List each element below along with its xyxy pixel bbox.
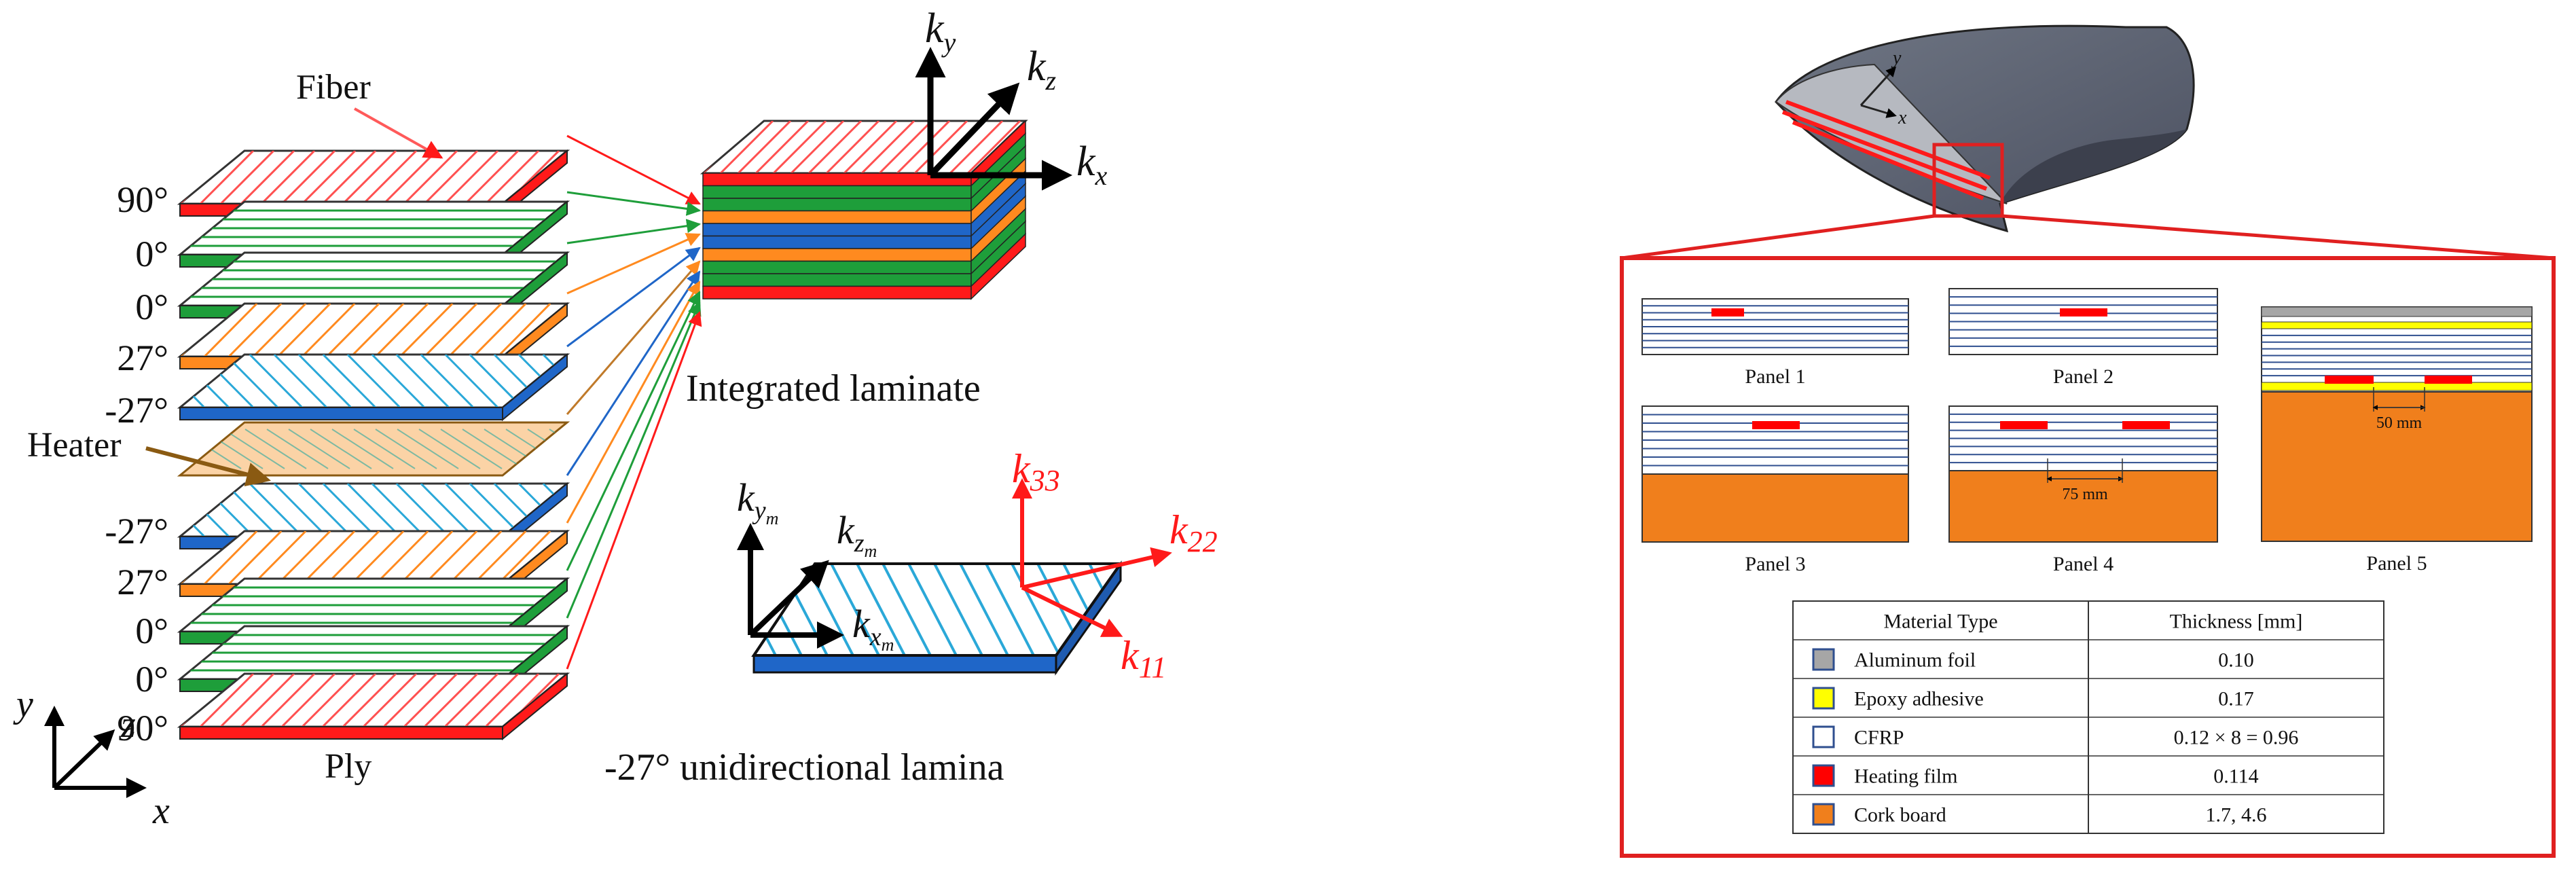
panel-1: Panel 1: [1641, 298, 1909, 388]
ply-layer: [177, 421, 570, 477]
panel-label: Panel 3: [1745, 553, 1805, 575]
global-z-label: z: [120, 704, 136, 746]
dimension-75mm: 75 mm: [2046, 458, 2124, 503]
ply-angle-label: 90°: [117, 179, 168, 220]
material-name: Heating film: [1854, 765, 1957, 788]
ply-arrows: [566, 134, 702, 670]
ply-to-laminate-arrow: [566, 247, 701, 348]
axis-kz-label: kz: [1027, 43, 1057, 96]
panel-5: Panel 5: [2261, 306, 2533, 575]
table-row: Cork board 1.7, 4.6: [1812, 803, 2267, 827]
table-row: Aluminum foil 0.10: [1812, 648, 2254, 672]
ply-label: Ply: [325, 747, 371, 786]
ply-angle-label: -27°: [105, 390, 168, 431]
material-swatch: [1812, 725, 1835, 748]
ply-to-laminate-arrow: [566, 270, 701, 476]
material-thickness: 0.17: [2218, 688, 2254, 710]
material-name: Aluminum foil: [1854, 649, 1976, 672]
material-thickness: 0.10: [2218, 649, 2254, 672]
svg-text:75 mm: 75 mm: [2062, 486, 2108, 503]
material-table: Material Type Thickness [mm] Aluminum foil…: [1792, 600, 2384, 834]
ply-angle-label: 27°: [117, 562, 168, 602]
ply-angle-label: 90°: [117, 708, 168, 748]
ply-to-laminate-arrow: [566, 134, 701, 205]
unidirectional-lamina: [751, 560, 1123, 676]
ply-angle-label: 0°: [135, 659, 168, 700]
panel-configuration-figure: y x Panel 1 Panel 2 Panel 3 Panel 4 Panel 5 7…: [1620, 24, 2556, 858]
material-name: CFRP: [1854, 727, 1904, 749]
wing-illustration: y x: [1775, 24, 2195, 233]
ply-to-laminate-arrow: [566, 311, 702, 670]
wing-x-axis-label: x: [1898, 107, 1907, 128]
axis-kx-label: kx: [1076, 139, 1108, 191]
table-row: Heating film 0.114: [1812, 764, 2259, 788]
global-x-label: x: [152, 790, 170, 832]
table-row: Epoxy adhesive 0.17: [1812, 687, 2254, 710]
axis-k33-label: k33: [1012, 446, 1060, 497]
material-thickness: 0.12 × 8 = 0.96: [2174, 727, 2299, 749]
panels-group: Panel 1 Panel 2 Panel 3 Panel 4 Panel 5 75 mm…: [1641, 288, 2533, 575]
ply-stack: [177, 149, 570, 741]
global-axes: y z x: [13, 683, 170, 832]
axis-kzm-label: kzm: [837, 508, 877, 561]
panel-4: Panel 4: [1948, 405, 2218, 575]
ply-to-laminate-arrow: [566, 260, 701, 415]
principal-axes: k33 k22 k11: [1012, 446, 1218, 684]
ply-to-laminate-arrow: [566, 191, 702, 216]
material-swatch: [1812, 764, 1835, 787]
axis-kxm-label: kxm: [852, 602, 894, 655]
table-header-material: Material Type: [1883, 611, 1997, 633]
material-swatch: [1812, 803, 1835, 826]
panel-label: Panel 1: [1745, 365, 1805, 388]
axis-k11-label: k11: [1121, 633, 1166, 684]
panel-label: Panel 4: [2053, 553, 2114, 575]
zoom-box: [1932, 143, 2004, 218]
ply-angle-label: 0°: [135, 287, 168, 327]
dimension-50mm: 50 mm: [2372, 387, 2426, 432]
ply-angle-labels: 90° 0° 0° 27° -27° -27° 27° 0° 0° 90°: [105, 179, 168, 748]
ply-to-laminate-arrow: [566, 233, 701, 295]
lamina-label: -27° unidirectional lamina: [604, 746, 1004, 789]
heater-pointer-arrow: [145, 446, 271, 487]
lamina-axes: kym kzm kxm: [737, 475, 894, 655]
panel-3: Panel 3: [1641, 405, 1909, 575]
ply-angle-label: 0°: [135, 234, 168, 274]
fiber-pointer-arrow: [354, 107, 443, 159]
svg-text:50 mm: 50 mm: [2376, 414, 2423, 432]
fiber-label: Fiber: [296, 68, 371, 107]
integrated-laminate-label: Integrated laminate: [686, 367, 981, 410]
material-swatch: [1812, 648, 1835, 671]
table-header-thickness: Thickness [mm]: [2170, 611, 2303, 633]
material-name: Cork board: [1854, 804, 1946, 827]
ply-angle-label: 27°: [117, 338, 168, 378]
axis-ky-label: ky: [925, 5, 956, 58]
panel-2: Panel 2: [1948, 288, 2218, 388]
laminate-axes: ky kz kx: [915, 5, 1108, 191]
laminate-diagram: Fiber Heater Ply Integrated laminate ky …: [13, 5, 1218, 832]
ply-to-laminate-arrow: [566, 219, 702, 245]
panel-label: Panel 5: [2366, 552, 2427, 575]
material-name: Epoxy adhesive: [1854, 688, 1984, 710]
ply-to-laminate-arrow: [566, 301, 702, 619]
material-thickness: 0.114: [2213, 765, 2258, 788]
table-row: CFRP 0.12 × 8 = 0.96: [1812, 725, 2299, 749]
material-thickness: 1.7, 4.6: [2206, 804, 2267, 827]
ply-layer: [177, 672, 570, 741]
ply-to-laminate-arrow: [566, 291, 701, 571]
global-y-label: y: [13, 683, 33, 725]
material-swatch: [1812, 687, 1835, 710]
axis-k22-label: k22: [1169, 507, 1218, 558]
ply-to-laminate-arrow: [566, 280, 701, 524]
ply-layer: [177, 352, 570, 422]
axis-kym-label: kym: [737, 475, 778, 528]
integrated-laminate-block: [700, 120, 1028, 300]
ply-angle-label: 0°: [135, 611, 168, 651]
panel-label: Panel 2: [2053, 365, 2114, 388]
ply-angle-label: -27°: [105, 511, 168, 551]
heater-label: Heater: [27, 426, 122, 465]
wing-y-axis-label: y: [1891, 48, 1902, 69]
